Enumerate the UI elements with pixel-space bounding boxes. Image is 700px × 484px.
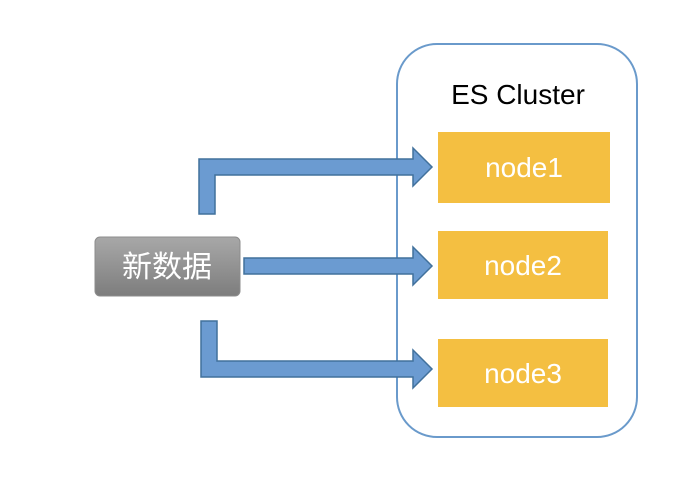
node-3: node3 [438,339,608,407]
node-1: node1 [438,132,610,203]
arrow-to-node1 [198,146,434,215]
node-1-box [438,132,610,203]
node-2-label: node2 [484,250,562,281]
node-1-label: node1 [485,152,563,183]
cluster-title: ES Cluster [451,79,585,110]
arrow-to-node2 [243,245,434,287]
node-3-box [438,339,608,407]
arrow-to-node3 [200,320,434,390]
source-box [94,236,241,297]
node-2-box [438,231,608,299]
source-label: 新数据 [122,250,212,285]
source-new-data: 新数据 [94,236,241,297]
node-3-label: node3 [484,358,562,389]
node-2: node2 [438,231,608,299]
